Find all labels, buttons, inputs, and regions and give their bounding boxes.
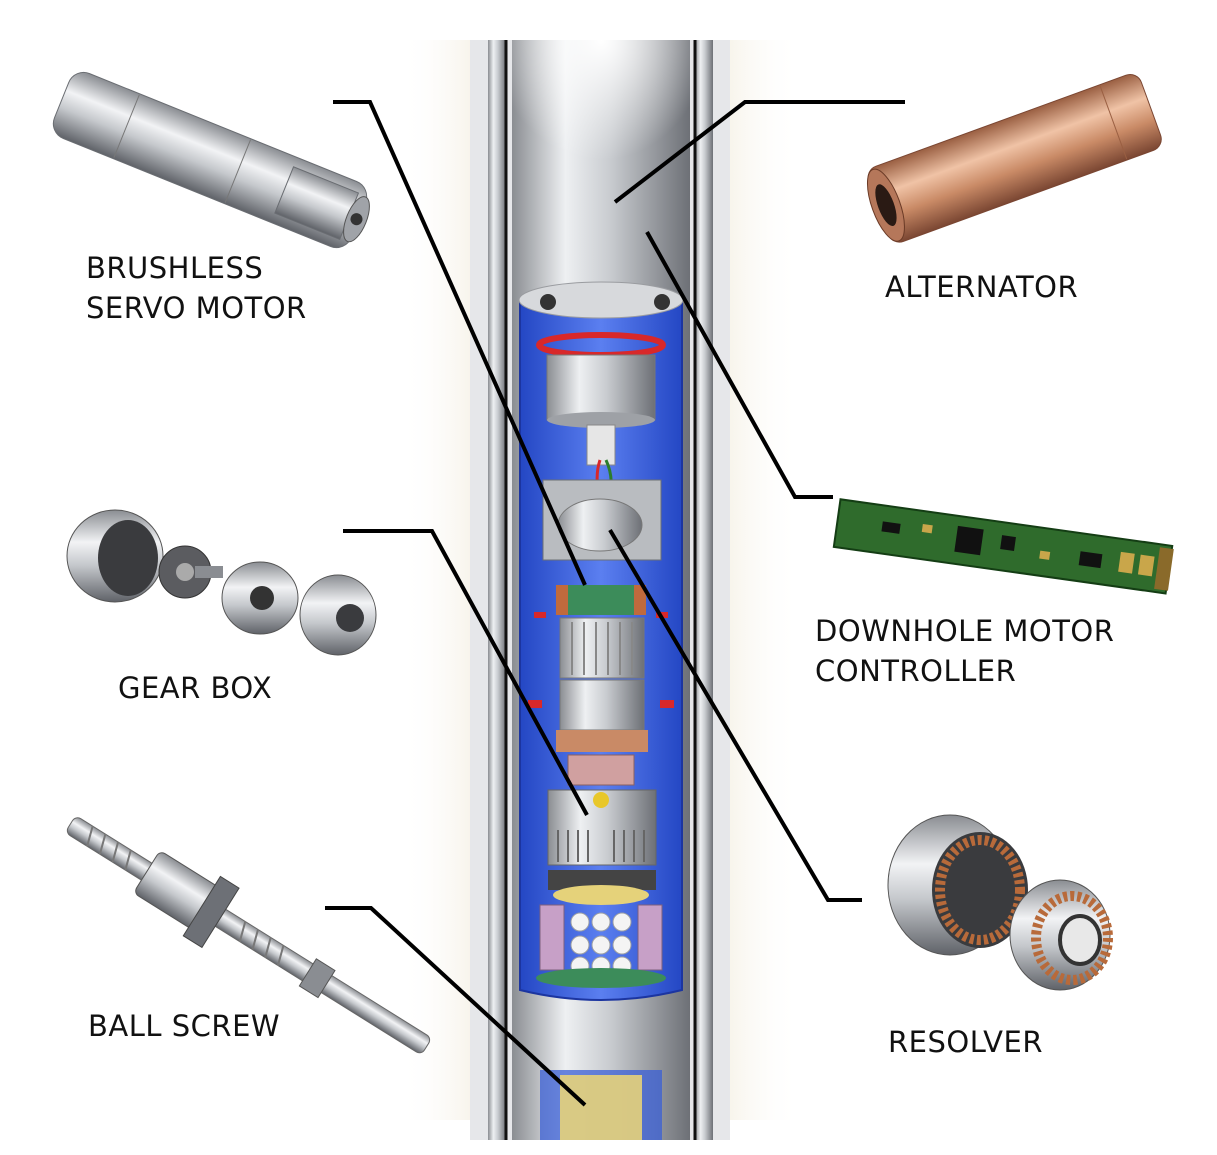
label-line: BRUSHLESS xyxy=(86,251,264,285)
label-gear-box: GEAR BOX xyxy=(118,668,272,708)
leader-lines xyxy=(325,100,905,1107)
label-line: BALL SCREW xyxy=(88,1009,281,1043)
leader-line-brushless-servo-motor xyxy=(333,100,587,586)
label-ball-screw: BALL SCREW xyxy=(88,1006,280,1046)
label-line: SERVO MOTOR xyxy=(86,291,307,325)
leader-line-resolver xyxy=(608,528,862,902)
label-line: CONTROLLER xyxy=(815,654,1017,688)
motor-controller-pcb-image xyxy=(832,498,1174,595)
alternator-image xyxy=(866,73,1162,243)
label-line: ALTERNATOR xyxy=(885,270,1079,304)
gear-box-image xyxy=(66,509,377,656)
label-brushless-servo-motor: BRUSHLESS SERVO MOTOR xyxy=(86,248,307,328)
leader-line-alternator xyxy=(613,100,905,204)
label-line: GEAR BOX xyxy=(118,671,273,705)
label-downhole-motor-controller: DOWNHOLE MOTOR CONTROLLER xyxy=(815,611,1114,691)
label-resolver: RESOLVER xyxy=(888,1022,1043,1062)
casing xyxy=(488,40,713,1140)
ball-screw-image xyxy=(66,817,431,1054)
leader-line-downhole-motor-controller xyxy=(645,231,833,499)
label-alternator: ALTERNATOR xyxy=(885,267,1078,307)
leader-line-ball-screw xyxy=(325,906,587,1107)
tool-cutaway xyxy=(518,281,684,1140)
brushless-servo-motor-image xyxy=(52,71,370,249)
label-line: RESOLVER xyxy=(888,1025,1043,1059)
resolver-image xyxy=(887,814,1113,991)
label-line: DOWNHOLE MOTOR xyxy=(815,614,1115,648)
leader-line-gear-box xyxy=(343,529,589,816)
